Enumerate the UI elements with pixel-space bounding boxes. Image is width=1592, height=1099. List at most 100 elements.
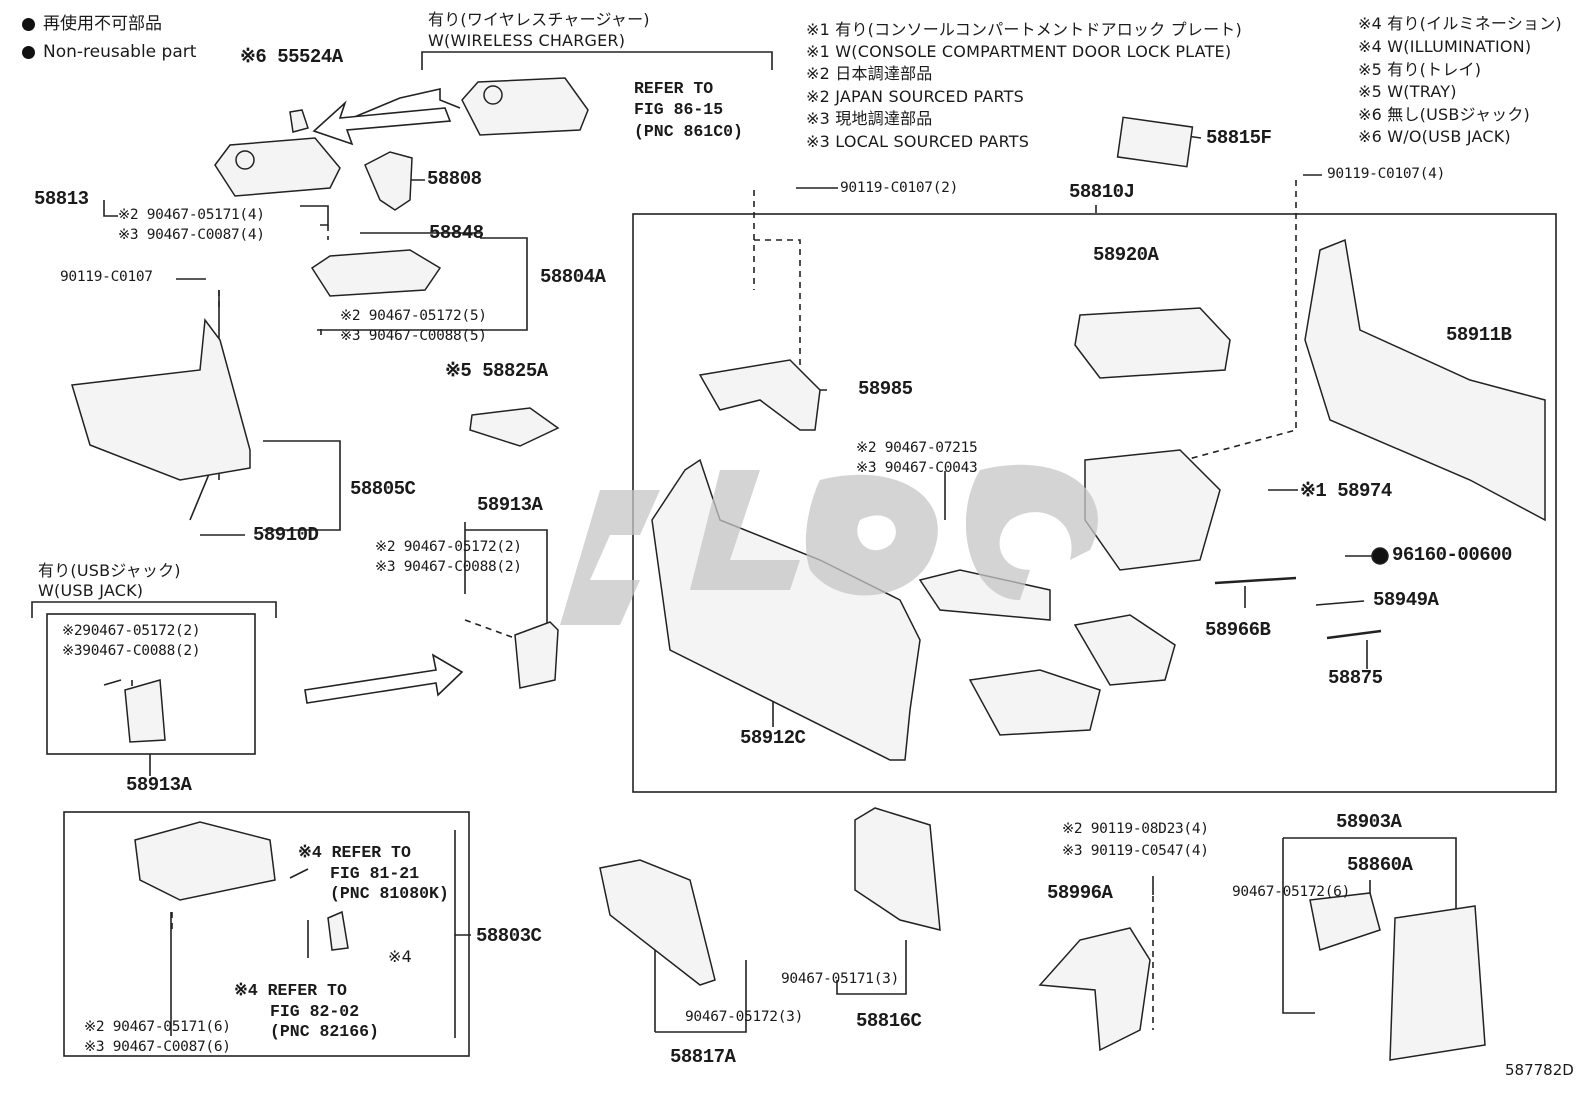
usb-variant-bracket <box>31 601 277 618</box>
part-58911B-sketch <box>1304 238 1546 522</box>
callout-58803C-clip-jp[interactable]: ※2 90467-05171(6) <box>84 1019 231 1035</box>
callout-58810J[interactable]: 58810J <box>1069 181 1135 203</box>
part-wireless-charger-sketch <box>461 77 589 136</box>
part-58815F-sketch <box>1116 116 1194 168</box>
note-1-en: ※1 W(CONSOLE COMPARTMENT DOOR LOCK PLATE… <box>806 42 1232 61</box>
part-55524A-sketch <box>289 109 309 133</box>
refer-81-21-line2: FIG 81-21 <box>330 864 420 883</box>
callout-58913A-top[interactable]: 58913A <box>477 494 543 516</box>
frame-58803C <box>63 811 470 1057</box>
callout-58805C[interactable]: 58805C <box>350 478 416 500</box>
illustration-id: 587782D <box>1505 1061 1574 1079</box>
usb-clip-jp[interactable]: ※290467-05172(2) <box>62 623 201 639</box>
callout-58808[interactable]: 58808 <box>427 168 482 190</box>
callout-58860A[interactable]: 58860A <box>1347 854 1413 876</box>
note-3-en: ※3 LOCAL SOURCED PARTS <box>806 132 1030 151</box>
refer-82-02-line1: ※4 REFER TO <box>234 981 347 1000</box>
callout-58920A[interactable]: 58920A <box>1093 244 1159 266</box>
note-3-ja: ※3 現地調達部品 <box>806 109 933 128</box>
callout-96160-00600[interactable]: 96160-00600 <box>1392 544 1512 566</box>
wireless-variant-en: W(WIRELESS CHARGER) <box>428 31 626 50</box>
callout-90119-C0107-2[interactable]: 90119-C0107(2) <box>840 180 959 196</box>
part-58808-sketch <box>364 151 413 211</box>
usb-jack-sketch <box>124 679 166 743</box>
callout-58910D[interactable]: 58910D <box>253 524 319 546</box>
frame-usb-jack <box>46 613 256 755</box>
callout-58804A[interactable]: 58804A <box>540 266 606 288</box>
callout-58996A[interactable]: 58996A <box>1047 882 1113 904</box>
callout-58912C[interactable]: 58912C <box>740 727 806 749</box>
callout-58816C[interactable]: 58816C <box>856 1010 922 1032</box>
callout-58913A-clip-jp[interactable]: ※2 90467-05172(2) <box>375 539 522 555</box>
note-5-en: ※5 W(TRAY) <box>1358 82 1457 101</box>
callout-58804A-clip-local[interactable]: ※3 90467-C0088(5) <box>340 328 487 344</box>
note-6-ja: ※6 無し(USBジャック) <box>1358 105 1531 124</box>
illumination-sketch <box>327 910 349 951</box>
callout-58817A[interactable]: 58817A <box>670 1046 736 1068</box>
callout-90119-C0107[interactable]: 90119-C0107 <box>60 269 153 285</box>
refer-86-15-line3: (PNC 861C0) <box>634 122 743 141</box>
refer-81-21-line3: (PNC 81080K) <box>330 884 449 903</box>
note-4-en: ※4 W(ILLUMINATION) <box>1358 37 1532 56</box>
part-58920A-sketch <box>1074 307 1231 379</box>
component-sketches <box>71 77 1546 1061</box>
legend-non-reusable-en: Non-reusable part <box>22 44 196 61</box>
refer-82-02-line3: (PNC 82166) <box>270 1022 379 1041</box>
callout-90467-07215[interactable]: ※2 90467-07215 <box>856 440 978 456</box>
non-reusable-marker <box>1371 547 1389 565</box>
legend-text-ja: 再使用不可部品 <box>43 14 162 34</box>
note-6-en: ※6 W/O(USB JACK) <box>1358 127 1511 146</box>
callout-58903A[interactable]: 58903A <box>1336 811 1402 833</box>
callout-58813-clip-local[interactable]: ※3 90467-C0087(4) <box>118 227 265 243</box>
callout-55524A[interactable]: ※6 55524A <box>240 46 343 68</box>
callout-58974[interactable]: ※1 58974 <box>1300 480 1392 502</box>
note-4-ja: ※4 有り(イルミネーション) <box>1358 14 1562 33</box>
bullet-icon <box>22 45 35 59</box>
wireless-variant-bracket <box>421 51 773 70</box>
callout-90119-C0107-4[interactable]: 90119-C0107(4) <box>1327 166 1446 182</box>
callout-58813-clip-jp[interactable]: ※2 90467-05171(4) <box>118 207 265 223</box>
callout-58996A-bolt-local[interactable]: ※3 90119-C0547(4) <box>1062 843 1209 859</box>
note-1-ja: ※1 有り(コンソールコンパートメントドアロック プレート) <box>806 20 1242 39</box>
callout-58913A-bottom[interactable]: 58913A <box>126 774 192 796</box>
callout-58913A-clip-local[interactable]: ※3 90467-C0088(2) <box>375 559 522 575</box>
arrow-wireless <box>339 88 461 124</box>
holder-sketch <box>1073 614 1176 686</box>
arrow-usb-variant <box>304 653 464 704</box>
part-58825A-sketch <box>469 407 560 447</box>
callout-58966B[interactable]: 58966B <box>1205 619 1271 641</box>
callout-58813[interactable]: 58813 <box>34 188 89 210</box>
callout-90467-C0043[interactable]: ※3 90467-C0043 <box>856 460 978 476</box>
part-58816C-sketch <box>854 807 941 931</box>
callout-58803C-clip-local[interactable]: ※3 90467-C0087(6) <box>84 1039 231 1055</box>
refer-86-15-line2: FIG 86-15 <box>634 100 724 119</box>
callout-58803C[interactable]: 58803C <box>476 925 542 947</box>
part-58860A-sketch <box>1309 892 1381 951</box>
callout-58996A-bolt-jp[interactable]: ※2 90119-08D23(4) <box>1062 821 1209 837</box>
callout-58825A[interactable]: ※5 58825A <box>445 360 548 382</box>
callout-58817A-clip[interactable]: 90467-05172(3) <box>685 1009 804 1025</box>
usb-clip-local[interactable]: ※390467-C0088(2) <box>62 643 201 659</box>
arrow-55524A <box>312 100 452 146</box>
callout-58903A-clip[interactable]: 90467-05172(6) <box>1232 884 1351 900</box>
part-58903A-sketch <box>1389 905 1486 1061</box>
usb-variant-en: W(USB JACK) <box>38 581 144 600</box>
callout-58985[interactable]: 58985 <box>858 378 913 400</box>
callout-58875[interactable]: 58875 <box>1328 667 1383 689</box>
part-58996A-sketch <box>1038 927 1151 1052</box>
callout-58816C-clip[interactable]: 90467-05171(3) <box>781 971 900 987</box>
inner-tray-sketch <box>968 669 1101 736</box>
note-5-ja: ※5 有り(トレイ) <box>1358 60 1482 79</box>
refer-81-21-line1: ※4 REFER TO <box>298 843 411 862</box>
callout-58949A[interactable]: 58949A <box>1373 589 1439 611</box>
callout-58815F[interactable]: 58815F <box>1206 127 1272 149</box>
wireless-variant-ja: 有り(ワイヤレスチャージャー) <box>428 10 650 29</box>
callout-58848[interactable]: 58848 <box>429 222 484 244</box>
callout-58911B[interactable]: 58911B <box>1446 324 1512 346</box>
callout-58804A-clip-jp[interactable]: ※2 90467-05172(5) <box>340 308 487 324</box>
part-58985-sketch <box>698 359 821 431</box>
callout-illumination[interactable]: ※4 <box>388 947 412 966</box>
usb-variant-ja: 有り(USBジャック) <box>38 561 181 580</box>
